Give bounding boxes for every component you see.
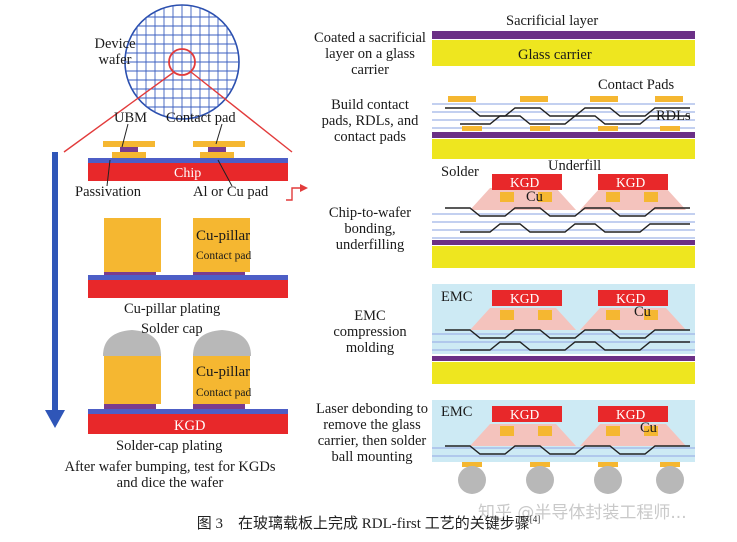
- caption-text: 图 3 在玻璃载板上完成 RDL-first 工艺的关键步骤: [196, 516, 530, 532]
- emc-label-step4: EMC: [441, 289, 473, 305]
- cu-pillar-plating-label: Cu-pillar plating: [124, 301, 221, 317]
- kgd-step4-b: KGD: [616, 291, 645, 306]
- underfill-label: Underfill: [548, 158, 602, 174]
- contact-pads-label: Contact Pads: [598, 77, 675, 93]
- contact-pad-label: Contact pad: [166, 110, 236, 126]
- cu-label-step4: Cu: [634, 304, 651, 320]
- step2-rdl-stack: [432, 96, 695, 159]
- chip-label: Chip: [174, 166, 201, 181]
- cu-label-step5: Cu: [640, 420, 657, 436]
- zoom-line-right: [190, 71, 293, 153]
- solder-label: Solder: [441, 164, 479, 180]
- caption-reference: [4]: [529, 514, 541, 524]
- cu-pillar-label: Cu-pillar: [196, 228, 251, 244]
- device-wafer-label: Device wafer: [94, 36, 136, 68]
- after-bumping-label: After wafer bumping, test for KGDs and d…: [64, 459, 276, 491]
- chip-cross-section: [88, 123, 288, 187]
- passivation-label: Passivation: [75, 184, 142, 200]
- rdls-label: RDLs: [656, 108, 691, 124]
- step4-text: EMC compression molding: [333, 308, 407, 356]
- cu-label-step3: Cu: [526, 189, 543, 205]
- step5-final-stack: [432, 400, 695, 494]
- kgd-step4-a: KGD: [510, 291, 539, 306]
- step3-bonding-stack: [432, 174, 695, 268]
- kgd-step3-b: KGD: [616, 175, 645, 190]
- kgd-bottom-label: KGD: [174, 418, 205, 434]
- connector-arrow: [286, 184, 308, 201]
- step2-text: Build contact pads, RDLs, and contact pa…: [321, 97, 419, 145]
- kgd-step5-a: KGD: [510, 407, 539, 422]
- step3-text: Chip-to-wafer bonding, underfilling: [328, 205, 412, 253]
- solder-cap-label: Solder cap: [141, 321, 203, 337]
- step1-text: Coated a sacrificial layer on a glass ca…: [314, 30, 426, 78]
- figure-caption: 图 3 在玻璃载板上完成 RDL-first 工艺的关键步骤[4]: [0, 512, 737, 533]
- al-cu-pad-label: Al or Cu pad: [193, 184, 269, 200]
- glass-carrier-label: Glass carrier: [518, 47, 592, 63]
- contact-pad-small-label-2: Contact pad: [196, 387, 252, 399]
- kgd-step3-a: KGD: [510, 175, 539, 190]
- solder-cap-plating-label: Solder-cap plating: [116, 438, 223, 454]
- step4-emc-stack: [432, 284, 695, 384]
- contact-pad-small-label: Contact pad: [196, 250, 252, 262]
- step5-text: Laser debonding to remove the glass carr…: [316, 401, 428, 465]
- zoom-line-left: [63, 71, 175, 153]
- sacrificial-layer-label: Sacrificial layer: [506, 13, 599, 29]
- process-flow-arrow: [45, 152, 65, 428]
- ubm-label: UBM: [114, 110, 148, 126]
- kgd-step5-b: KGD: [616, 407, 645, 422]
- watermark: 知乎 @半导体封装工程师...: [478, 503, 687, 523]
- emc-label-step5: EMC: [441, 404, 473, 420]
- solder-cap-cross-section: [88, 330, 288, 434]
- cu-pillar-label-2: Cu-pillar: [196, 364, 251, 380]
- cu-pillar-cross-section: [88, 218, 288, 298]
- step1-carrier: [432, 31, 695, 66]
